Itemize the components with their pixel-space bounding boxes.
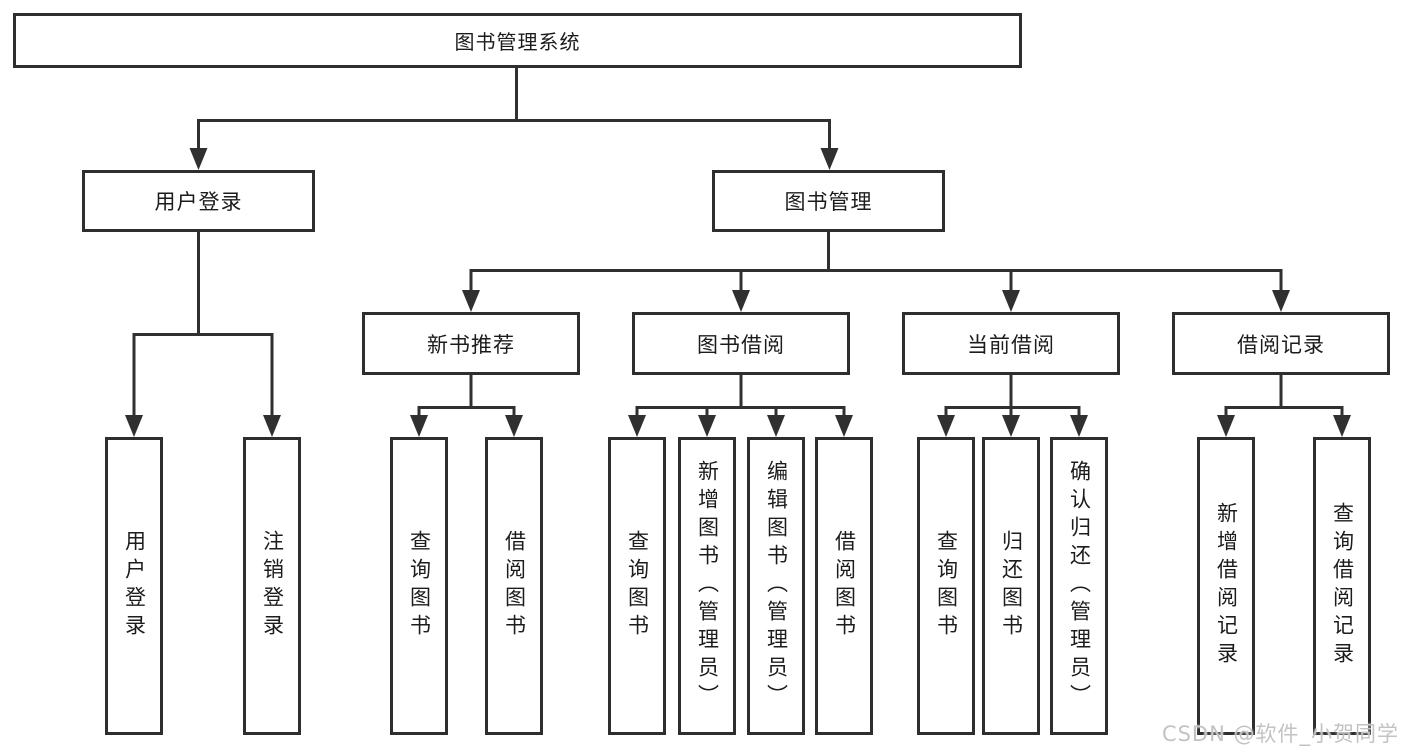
connector-mgmt-to-level3 — [462, 232, 1290, 312]
connector-records-to-children — [1217, 375, 1351, 437]
node-leaf-query-books-recommend: 查询图书 — [390, 437, 448, 735]
node-leaf-logout: 注销登录 — [243, 437, 301, 735]
node-leaf-query-books-borrow: 查询图书 — [608, 437, 666, 735]
node-leaf-edit-book-admin: 编辑图书（管理员） — [747, 437, 805, 735]
node-book-borrow: 图书借阅 — [632, 312, 850, 375]
connector-login-to-children — [125, 232, 281, 437]
node-leaf-confirm-return-admin: 确认归还（管理员） — [1050, 437, 1108, 735]
node-leaf-add-borrow-record: 新增借阅记录 — [1197, 437, 1255, 735]
node-current-borrow: 当前借阅 — [902, 312, 1120, 375]
node-leaf-query-books-current: 查询图书 — [917, 437, 975, 735]
node-leaf-query-borrow-record: 查询借阅记录 — [1313, 437, 1371, 735]
csdn-watermark: CSDN @软件_小贺同学 — [1161, 722, 1399, 746]
node-book-management: 图书管理 — [712, 170, 945, 232]
node-library-system: 图书管理系统 — [13, 13, 1022, 68]
node-leaf-borrow-books: 借阅图书 — [815, 437, 873, 735]
node-leaf-return-book: 归还图书 — [982, 437, 1040, 735]
node-borrow-records: 借阅记录 — [1172, 312, 1390, 375]
node-leaf-user-login: 用户登录 — [105, 437, 163, 735]
node-leaf-borrow-books-recommend: 借阅图书 — [485, 437, 543, 735]
connector-recommend-to-children — [410, 375, 523, 437]
node-user-login: 用户登录 — [82, 170, 315, 232]
connector-current-to-children — [937, 375, 1088, 437]
connector-borrow-to-children — [628, 375, 853, 437]
connector-root-to-level2 — [189, 68, 839, 170]
node-leaf-add-book-admin: 新增图书（管理员） — [678, 437, 736, 735]
node-new-book-recommend: 新书推荐 — [362, 312, 580, 375]
